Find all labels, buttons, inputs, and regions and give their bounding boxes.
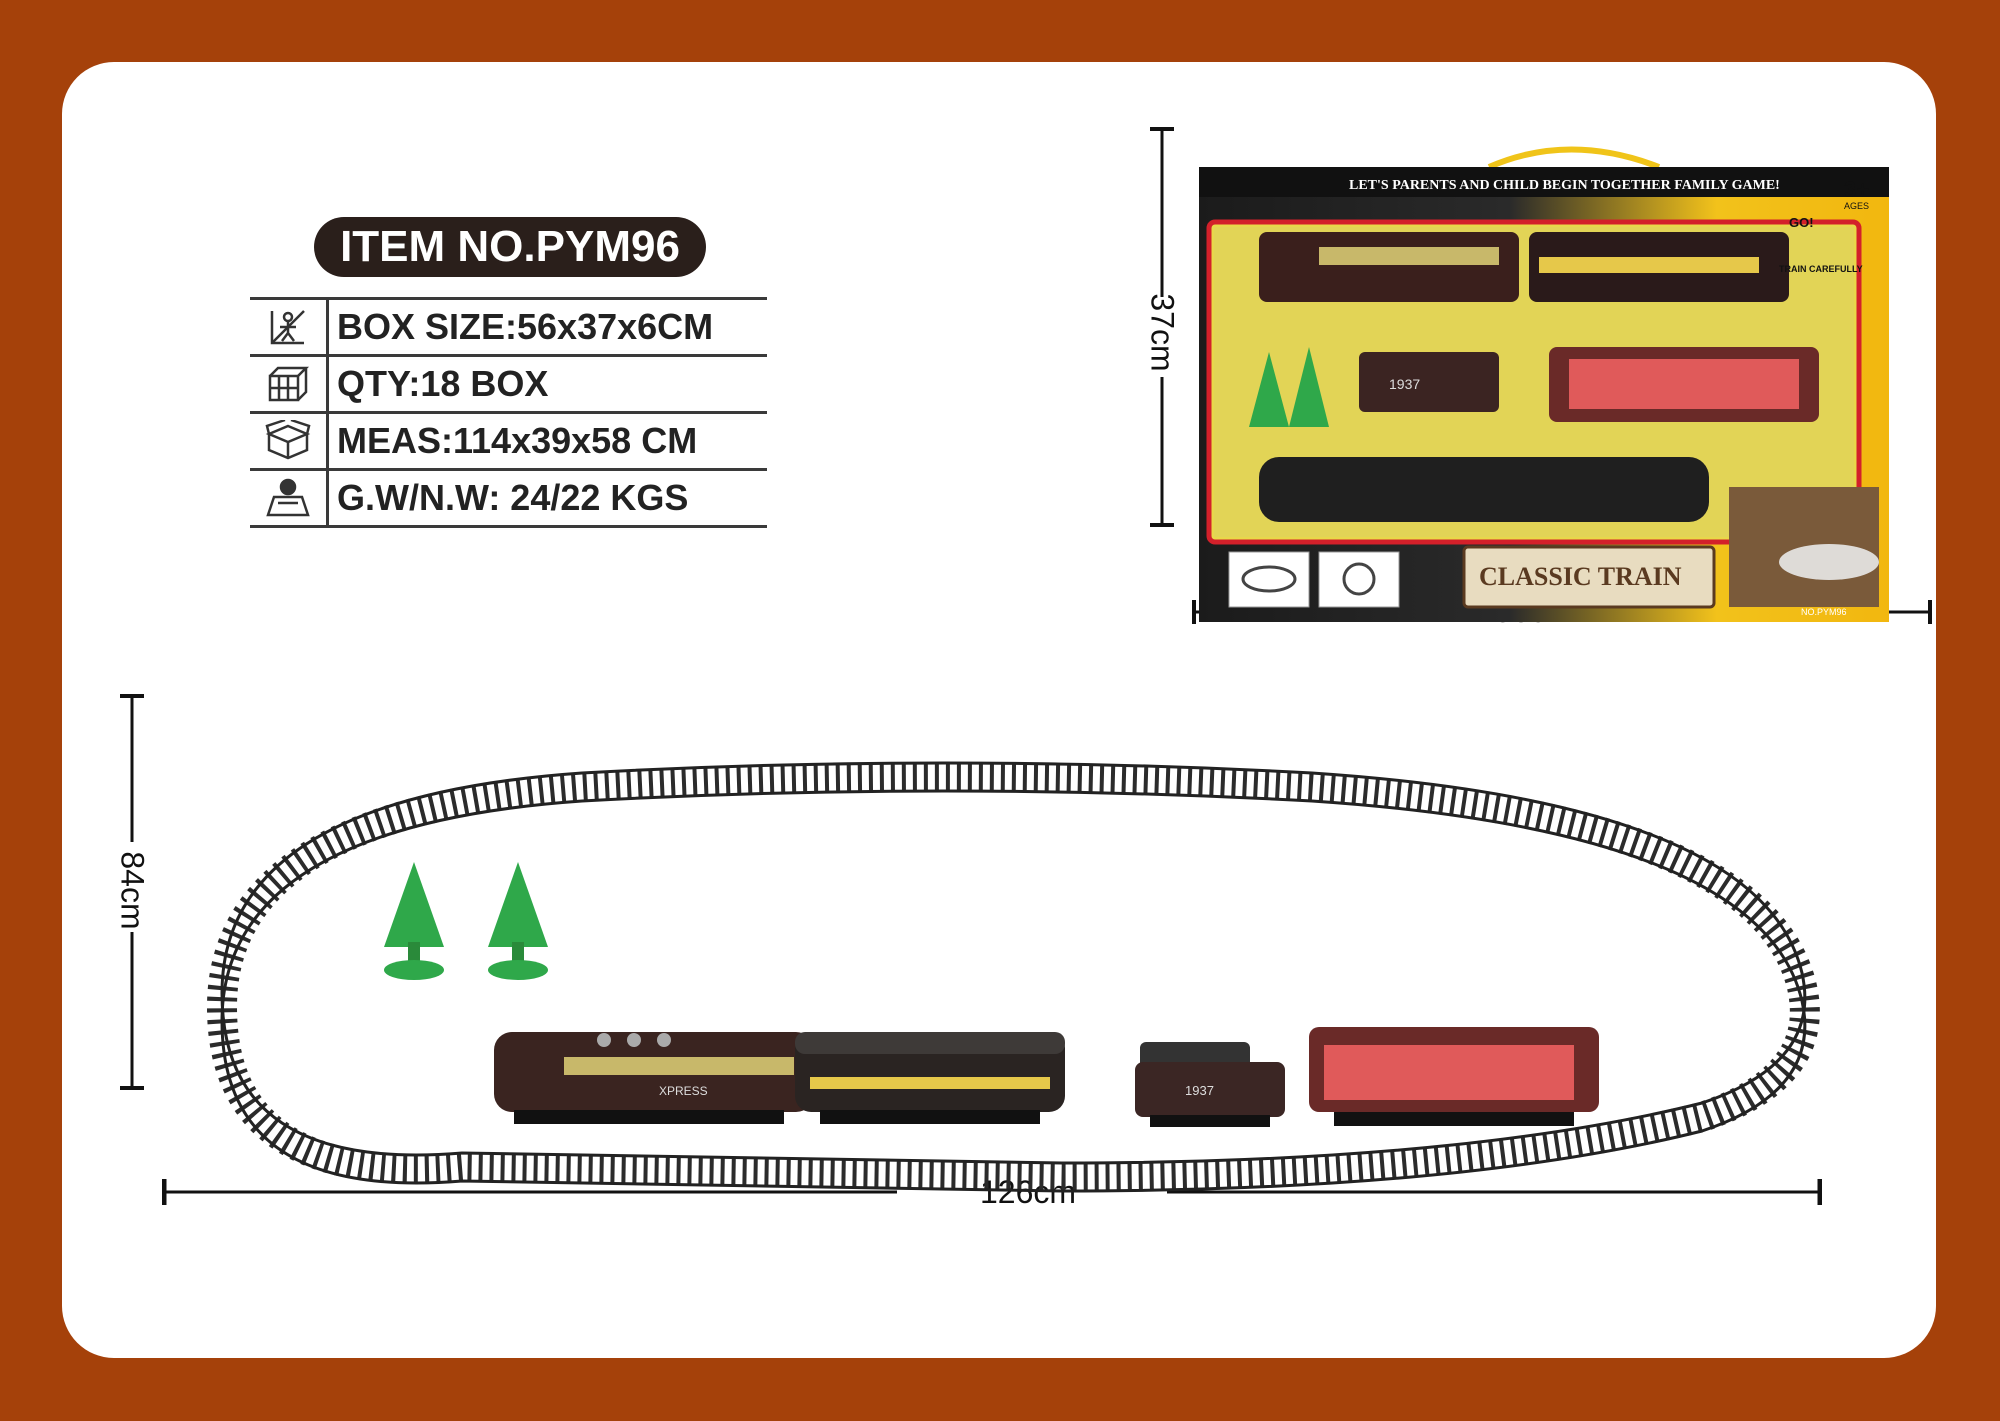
box-age-sub: AGES — [1844, 201, 1869, 211]
tree-left — [384, 862, 444, 980]
box-age: 3+ — [1844, 177, 1869, 202]
box-brand: CLASSIC TRAIN — [1479, 562, 1682, 591]
train-tanker — [1309, 1027, 1599, 1126]
tender-number: 1937 — [1185, 1083, 1214, 1098]
box-size-icon — [250, 300, 329, 354]
loco-text: XPRESS — [659, 1084, 708, 1098]
item-number-text: ITEM NO.PYM96 — [340, 222, 680, 271]
layout-height-dimension — [116, 694, 148, 1090]
spec-row-box-size: BOX SIZE:56x37x6CM — [250, 297, 767, 354]
product-box: 1937 LET'S PARENTS AND CHILD BEGIN TOGET… — [1199, 146, 1889, 622]
spec-qty: QTY:18 BOX — [337, 363, 549, 404]
train-passenger-car — [795, 1032, 1065, 1124]
box-height-dimension — [1146, 127, 1178, 527]
train-locomotive: XPRESS — [494, 1032, 814, 1124]
spec-row-weight: G.W/N.W: 24/22 KGS — [250, 468, 767, 528]
box-car-number: 1937 — [1389, 376, 1420, 392]
box-model-no: NO.PYM96 — [1801, 607, 1847, 617]
spec-table: BOX SIZE:56x37x6CM QTY:18 BOX MEAS:114x3… — [250, 297, 767, 528]
spec-row-meas: MEAS:114x39x58 CM — [250, 411, 767, 468]
track-layout — [206, 761, 1820, 1193]
layout-height-label: 84cm — [114, 851, 151, 930]
box-train-carefully: TRAIN CAREFULLY — [1779, 264, 1863, 274]
spec-meas: MEAS:114x39x58 CM — [337, 420, 698, 461]
box-height-label: 37cm — [1144, 293, 1181, 372]
weight-scale-icon — [250, 471, 329, 525]
spec-box-size: BOX SIZE:56x37x6CM — [337, 306, 714, 347]
qty-crate-icon — [250, 357, 329, 411]
box-go: GO! — [1789, 215, 1814, 230]
tree-right — [488, 862, 548, 980]
spec-weight: G.W/N.W: 24/22 KGS — [337, 477, 689, 518]
item-number-badge: ITEM NO.PYM96 — [314, 217, 706, 277]
train-tender: 1937 — [1135, 1042, 1285, 1127]
carton-meas-icon — [250, 414, 329, 468]
box-slogan: LET'S PARENTS AND CHILD BEGIN TOGETHER F… — [1349, 178, 1780, 193]
spec-row-qty: QTY:18 BOX — [250, 354, 767, 411]
product-card: ITEM NO.PYM96 BOX SIZE:56x37x6CM QTY:18 … — [62, 62, 1936, 1358]
